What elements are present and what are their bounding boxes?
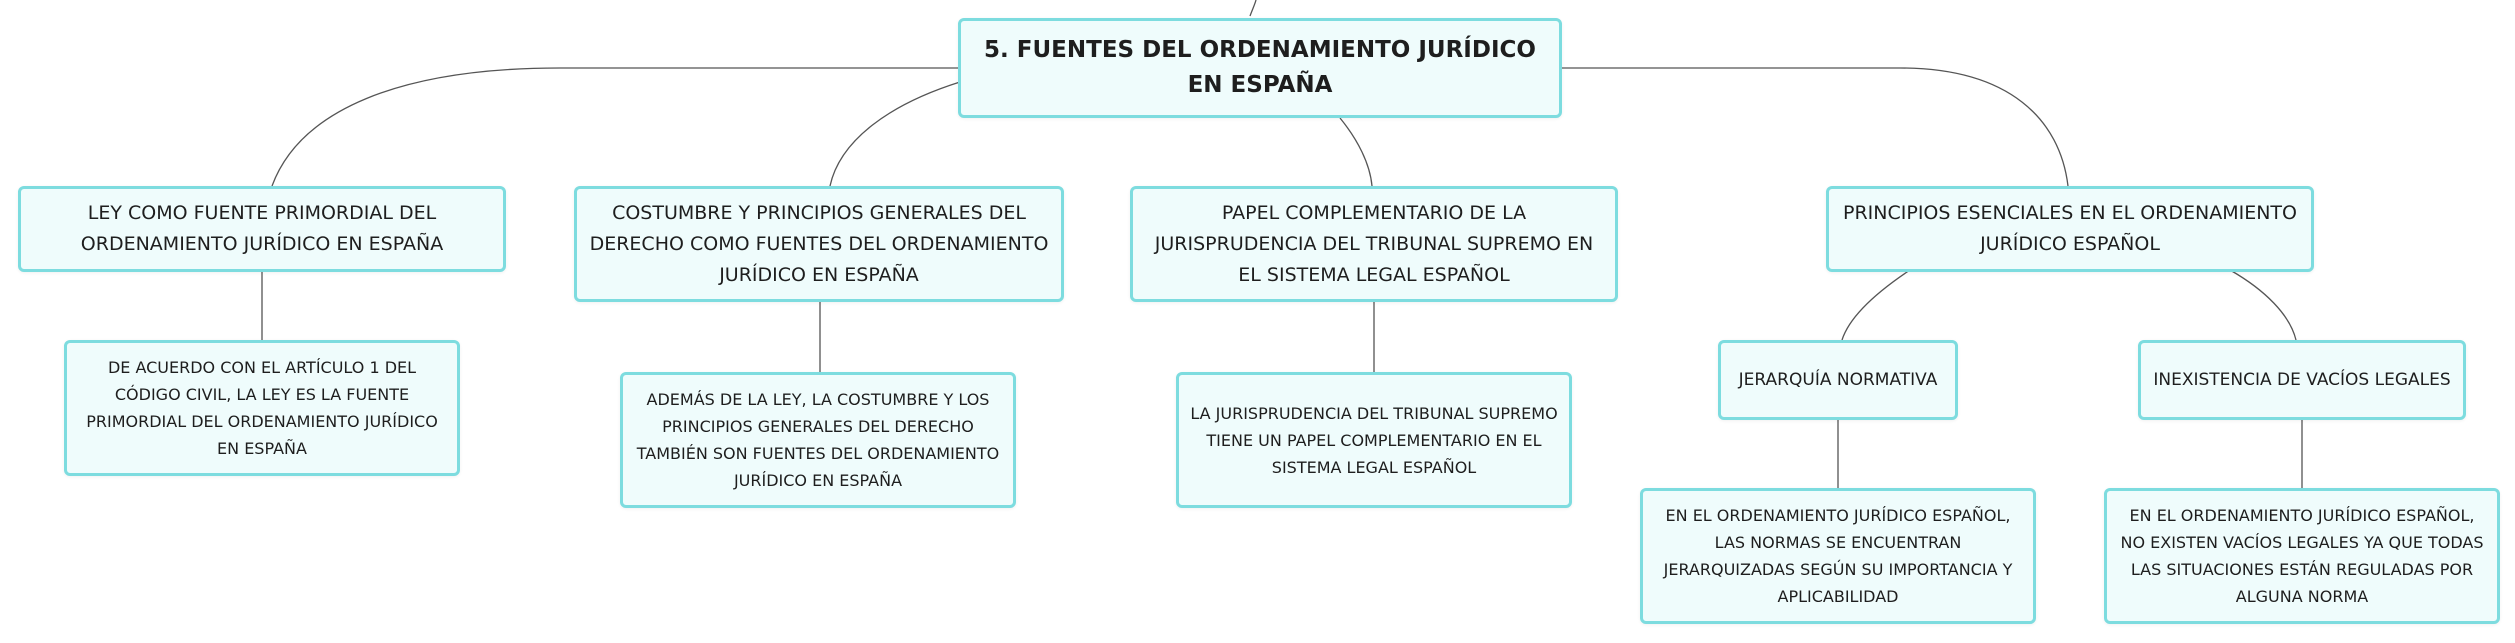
detail-jerarquia[interactable]: EN EL ORDENAMIENTO JURÍDICO ESPAÑOL, LAS… — [1640, 488, 2036, 624]
detail-ley[interactable]: DE ACUERDO CON EL ARTÍCULO 1 DEL CÓDIGO … — [64, 340, 460, 476]
root-topic-label: 5. FUENTES DEL ORDENAMIENTO JURÍDICO EN … — [984, 37, 1536, 98]
detail-costumbre[interactable]: ADEMÁS DE LA LEY, LA COSTUMBRE Y LOS PRI… — [620, 372, 1016, 508]
connector-root-jurisprudencia — [1339, 117, 1373, 187]
root-topic[interactable]: 5. FUENTES DEL ORDENAMIENTO JURÍDICO EN … — [958, 18, 1562, 118]
subtopic-jerarquia-label: JERARQUÍA NORMATIVA — [1738, 370, 1938, 390]
branch-ley[interactable]: LEY COMO FUENTE PRIMORDIAL DEL ORDENAMIE… — [18, 186, 506, 272]
detail-jerarquia-label: EN EL ORDENAMIENTO JURÍDICO ESPAÑOL, LAS… — [1663, 506, 2013, 606]
detail-ley-label: DE ACUERDO CON EL ARTÍCULO 1 DEL CÓDIGO … — [86, 358, 438, 458]
branch-jurisprudencia-label: PAPEL COMPLEMENTARIO DE LA JURISPRUDENCI… — [1154, 201, 1594, 286]
connector-root-parent — [1249, 0, 1257, 17]
subtopic-vacios-label: INEXISTENCIA DE VACÍOS LEGALES — [2153, 370, 2451, 390]
subtopic-jerarquia[interactable]: JERARQUÍA NORMATIVA — [1718, 340, 1958, 420]
subtopic-vacios[interactable]: INEXISTENCIA DE VACÍOS LEGALES — [2138, 340, 2466, 420]
connector-root-ley — [271, 67, 960, 187]
branch-jurisprudencia[interactable]: PAPEL COMPLEMENTARIO DE LA JURISPRUDENCI… — [1130, 186, 1618, 302]
branch-costumbre[interactable]: COSTUMBRE Y PRINCIPIOS GENERALES DEL DER… — [574, 186, 1064, 302]
connector-root-principios — [1560, 67, 2069, 187]
branch-principios[interactable]: PRINCIPIOS ESENCIALES EN EL ORDENAMIENTO… — [1826, 186, 2314, 272]
detail-vacios[interactable]: EN EL ORDENAMIENTO JURÍDICO ESPAÑOL, NO … — [2104, 488, 2500, 624]
detail-vacios-label: EN EL ORDENAMIENTO JURÍDICO ESPAÑOL, NO … — [2120, 506, 2484, 606]
branch-costumbre-label: COSTUMBRE Y PRINCIPIOS GENERALES DEL DER… — [589, 201, 1049, 286]
connector-principios-vacios — [2229, 269, 2297, 341]
detail-jurisprudencia[interactable]: LA JURISPRUDENCIA DEL TRIBUNAL SUPREMO T… — [1176, 372, 1572, 508]
detail-jurisprudencia-label: LA JURISPRUDENCIA DEL TRIBUNAL SUPREMO T… — [1190, 403, 1558, 477]
connector-root-costumbre — [829, 81, 961, 187]
branch-ley-label: LEY COMO FUENTE PRIMORDIAL DEL ORDENAMIE… — [80, 202, 444, 255]
branch-principios-label: PRINCIPIOS ESENCIALES EN EL ORDENAMIENTO… — [1843, 202, 2297, 255]
connector-principios-jerarquia — [1841, 269, 1911, 341]
detail-costumbre-label: ADEMÁS DE LA LEY, LA COSTUMBRE Y LOS PRI… — [636, 390, 1000, 490]
